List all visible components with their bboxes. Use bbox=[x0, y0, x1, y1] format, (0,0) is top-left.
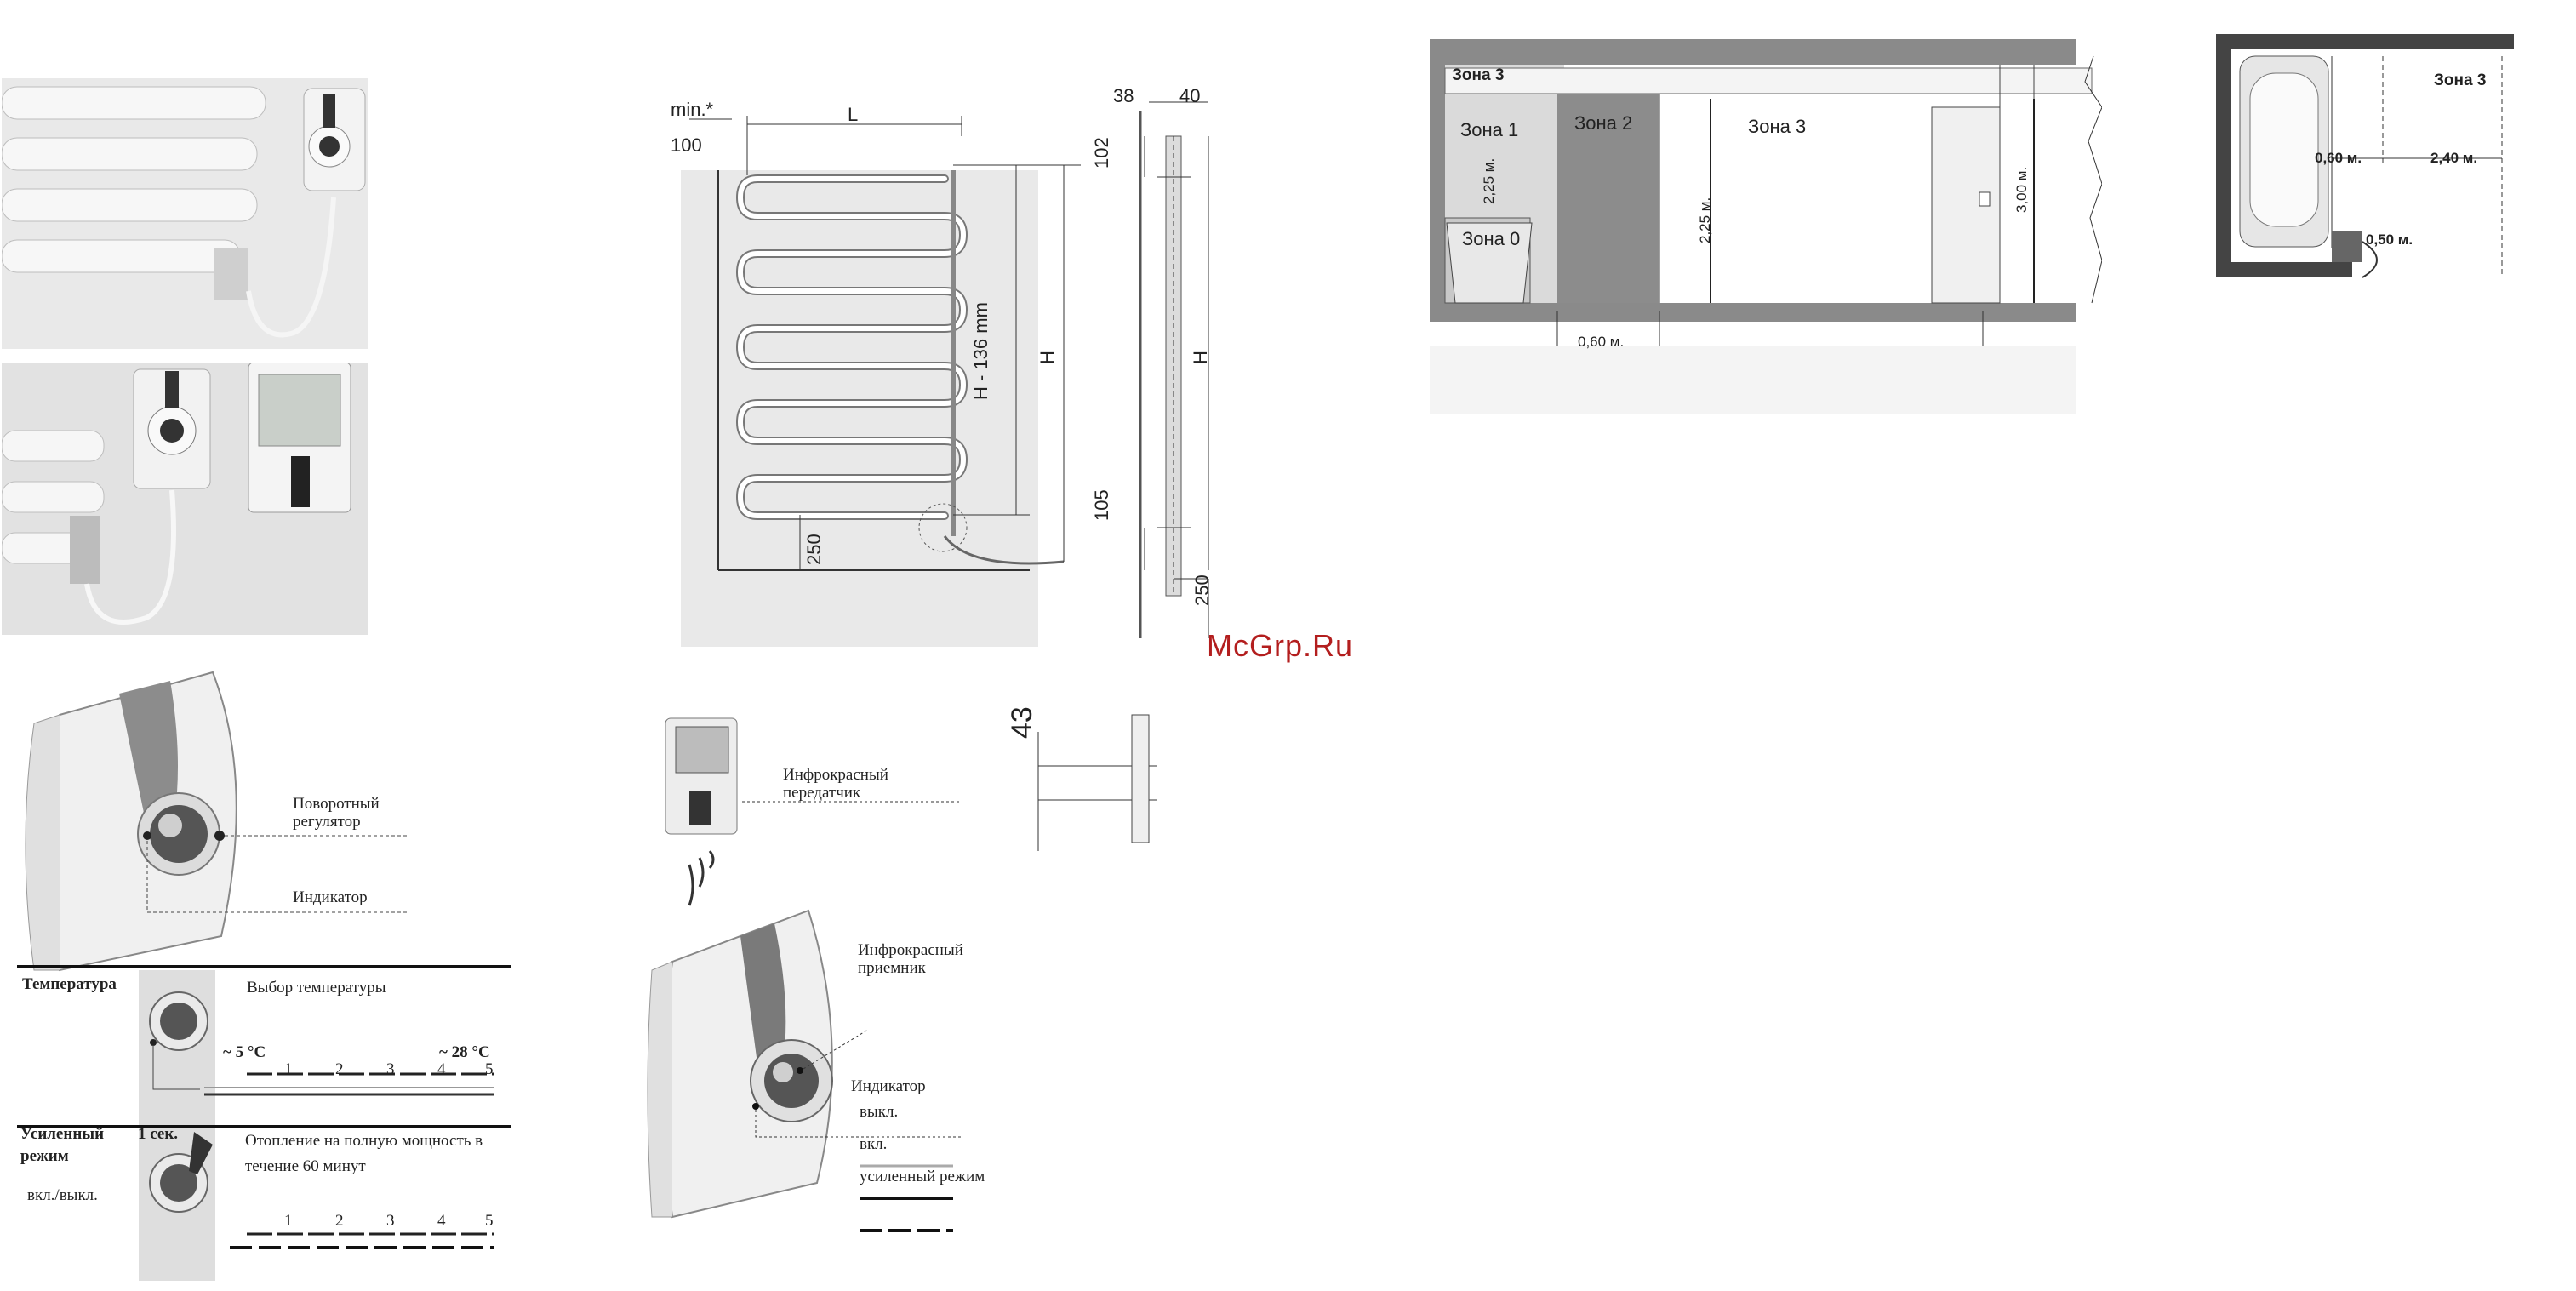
remote-diagram bbox=[647, 717, 962, 1232]
heading-boost: Усиленный режим bbox=[20, 1125, 105, 1165]
scale-5: 5 bbox=[485, 1060, 494, 1078]
label-boost-onoff: вкл./выкл. bbox=[27, 1186, 98, 1204]
label-t-max: ~ 28 °C bbox=[439, 1043, 490, 1061]
scale2-4: 4 bbox=[437, 1212, 446, 1230]
label-boost-description: Отопление на полную мощность в течение 6… bbox=[245, 1132, 483, 1175]
scale2-5: 5 bbox=[485, 1212, 494, 1230]
scale-3: 3 bbox=[386, 1060, 395, 1078]
detail-drawing bbox=[1037, 714, 1157, 851]
label-zone3-top: Зона 3 bbox=[1452, 66, 1505, 84]
zones-plan-drawing bbox=[2216, 34, 2514, 278]
label-side-40: 40 bbox=[1179, 85, 1201, 106]
label-h225: 2,25 м. bbox=[1697, 197, 1713, 243]
label-t-min: ~ 5 °C bbox=[223, 1043, 266, 1061]
label-side-H: H bbox=[1190, 351, 1211, 364]
heading-temperature: Температура bbox=[22, 975, 117, 993]
label-plan-zone3: Зона 3 bbox=[2434, 71, 2487, 89]
label-boost-seconds: 1 сек. bbox=[138, 1125, 179, 1143]
photo-radiator-illustration bbox=[2, 78, 368, 349]
label-zone2: Зона 2 bbox=[1574, 112, 1633, 134]
scale-4: 4 bbox=[437, 1060, 446, 1078]
label-indicator: Индикатор bbox=[293, 888, 368, 906]
label-rotary-knob: Поворотный регулятор bbox=[293, 795, 380, 831]
label-state-on: вкл. bbox=[860, 1135, 888, 1153]
label-side-102: 102 bbox=[1091, 137, 1112, 169]
scale-1: 1 bbox=[284, 1060, 293, 1078]
label-w060: 0,60 м. bbox=[1578, 334, 1625, 350]
label-state-off: выкл. bbox=[860, 1103, 899, 1121]
label-plan-w240: 2,40 м. bbox=[2430, 150, 2478, 166]
photo-controller-illustration bbox=[2, 363, 368, 635]
label-wall-gap: 100 bbox=[671, 134, 702, 156]
label-side-105: 105 bbox=[1091, 489, 1112, 521]
controller-diagram bbox=[17, 671, 511, 1281]
label-L: L bbox=[848, 104, 859, 125]
label-state-boost: усиленный режим bbox=[860, 1168, 985, 1185]
scale2-2: 2 bbox=[335, 1212, 344, 1230]
label-floor-gap: 250 bbox=[803, 534, 825, 565]
label-temperature-select: Выбор температуры bbox=[247, 979, 386, 997]
scale2-1: 1 bbox=[284, 1212, 293, 1230]
label-plan-d050: 0,50 м. bbox=[2366, 231, 2413, 248]
scale-2: 2 bbox=[335, 1060, 344, 1078]
installation-drawing bbox=[681, 101, 1209, 647]
label-H: H bbox=[1037, 351, 1058, 364]
label-remote-indicator: Индикатор bbox=[851, 1077, 926, 1095]
watermark: McGrp.Ru bbox=[1207, 628, 1354, 663]
photo-controller-and-remote bbox=[2, 363, 368, 635]
label-ir-receiver: Инфрокрасный приемник bbox=[858, 941, 963, 977]
label-h225-small: 2,25 м. bbox=[1481, 157, 1497, 204]
label-plan-w060: 0,60 м. bbox=[2315, 150, 2362, 166]
label-min: min.* bbox=[671, 99, 714, 120]
scale2-3: 3 bbox=[386, 1212, 395, 1230]
label-h300: 3,00 м. bbox=[2013, 166, 2030, 213]
label-zone3: Зона 3 bbox=[1748, 116, 1807, 137]
label-zone0: Зона 0 bbox=[1462, 228, 1521, 249]
photo-radiator-with-controller bbox=[2, 78, 368, 349]
label-zone1: Зона 1 bbox=[1460, 119, 1519, 140]
label-H-minus: H - 136 mm bbox=[970, 302, 991, 400]
label-ir-transmitter: Инфрокрасный передатчик bbox=[783, 766, 888, 802]
label-side-38: 38 bbox=[1113, 85, 1134, 106]
label-side-250: 250 bbox=[1191, 574, 1213, 606]
zones-section-drawing bbox=[1430, 39, 2102, 414]
